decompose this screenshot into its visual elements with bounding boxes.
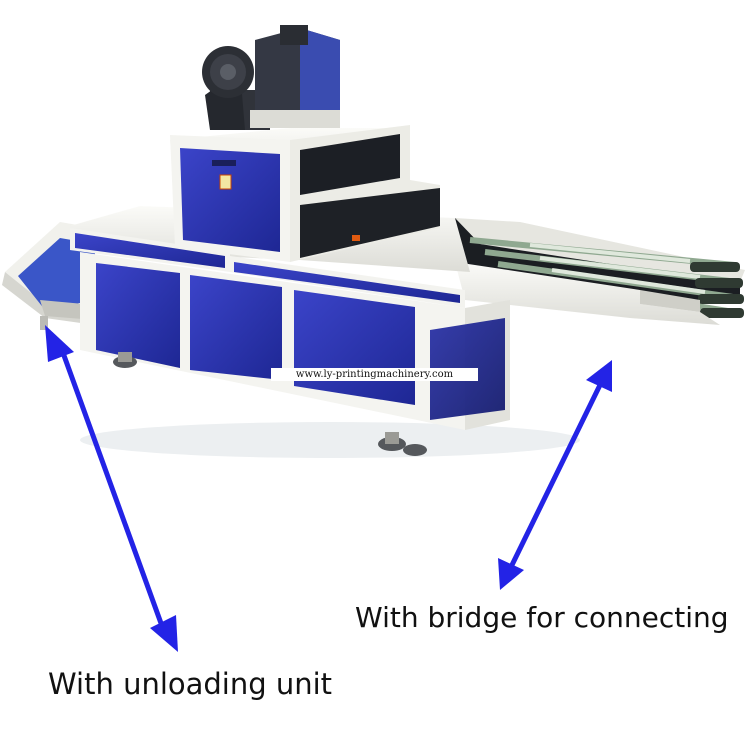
bridge-rollers xyxy=(690,262,744,318)
bridge-caption: With bridge for connecting xyxy=(355,601,729,634)
arrow-head-up-left xyxy=(45,325,74,362)
front-panel-1 xyxy=(96,263,180,368)
annotation-arrows xyxy=(45,325,612,652)
website-watermark: www.ly-printingmachinery.com xyxy=(271,368,478,381)
unloading-caption: With unloading unit xyxy=(48,667,333,701)
floor-shadow xyxy=(80,422,580,458)
front-panel-3 xyxy=(294,290,415,405)
arrow-head-down-right xyxy=(498,558,524,590)
arrow-head-down-left xyxy=(150,615,178,652)
uv-lamp-housing xyxy=(170,125,440,262)
blower-motor xyxy=(202,25,340,130)
front-panel-2 xyxy=(190,275,282,380)
arrow-head-up-right xyxy=(586,360,612,392)
